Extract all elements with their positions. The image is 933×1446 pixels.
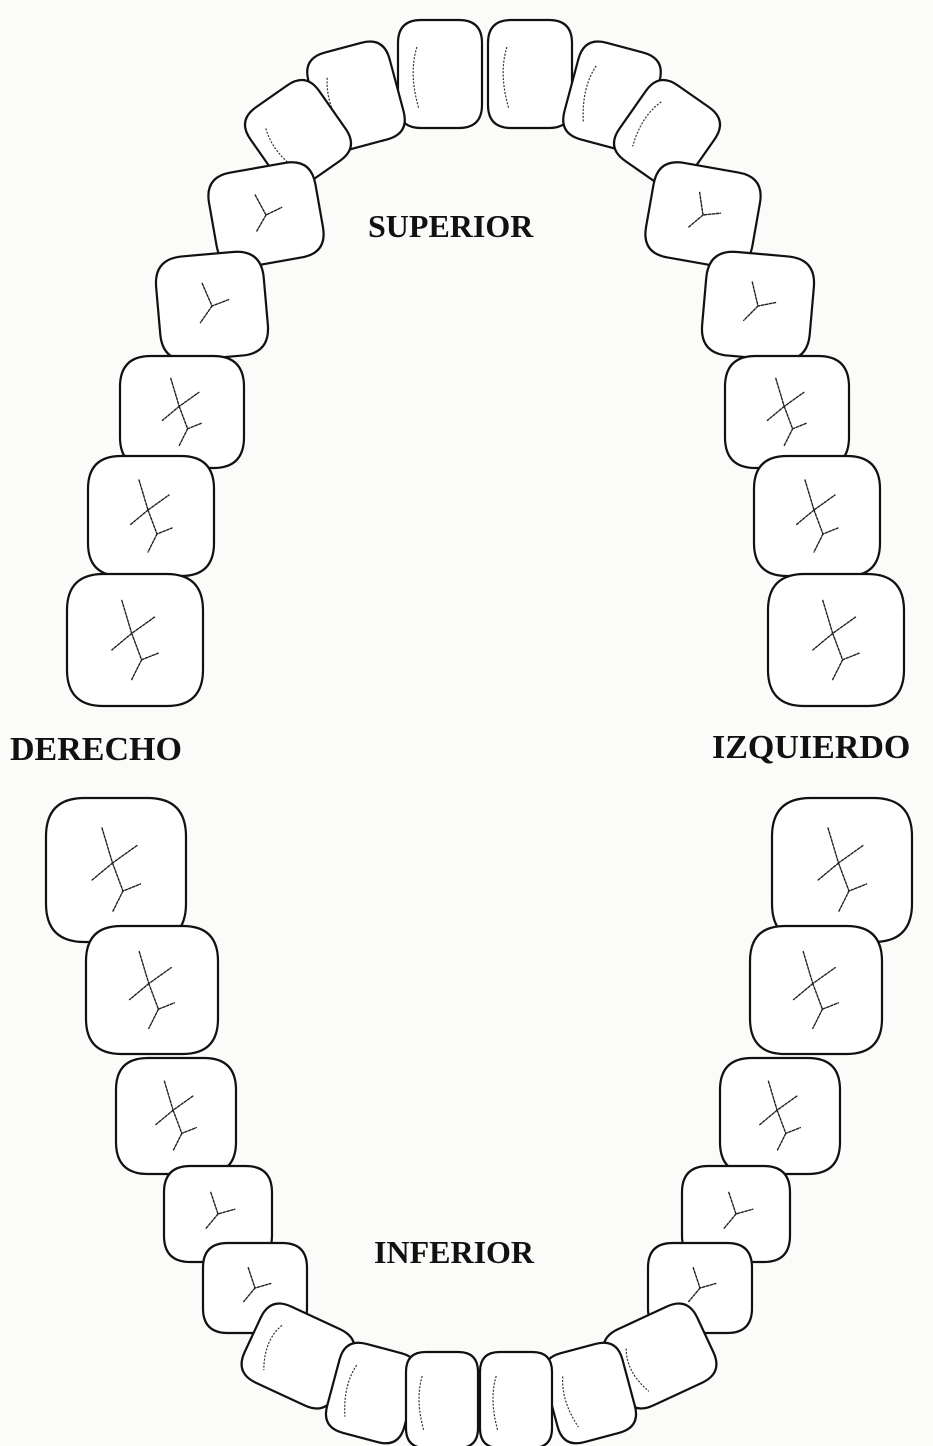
upper-tooth-1 xyxy=(396,18,484,130)
upper-tooth-10-fissure-2 xyxy=(742,305,759,322)
upper-tooth-14-outline xyxy=(752,454,882,578)
upper-arch xyxy=(65,18,906,708)
upper-tooth-14-fissure-2 xyxy=(795,509,815,526)
upper-tooth-5 xyxy=(243,78,353,190)
lower-tooth-5-fissure-4 xyxy=(172,1132,183,1152)
upper-tooth-7-fissure-2 xyxy=(255,214,267,232)
upper-tooth-15 xyxy=(65,572,205,708)
upper-tooth-1-outline xyxy=(396,18,484,130)
upper-tooth-11 xyxy=(118,354,246,470)
upper-tooth-8-fissure-2 xyxy=(687,214,704,228)
upper-tooth-16 xyxy=(766,572,906,708)
lower-tooth-2-fissure-2 xyxy=(816,862,840,882)
lower-tooth-3 xyxy=(84,924,220,1056)
lower-tooth-5-fissure-2 xyxy=(155,1109,174,1126)
upper-tooth-11-fissure-2 xyxy=(161,405,180,422)
lower-tooth-6-fissure-2 xyxy=(759,1109,778,1126)
upper-tooth-12 xyxy=(723,354,851,470)
upper-tooth-16-fissure-2 xyxy=(812,632,834,651)
lower-tooth-3-outline xyxy=(84,924,220,1056)
upper-tooth-9-fissure-2 xyxy=(199,305,213,324)
lower-tooth-16 xyxy=(478,1350,554,1446)
upper-tooth-4-fissure-1 xyxy=(582,65,597,122)
lower-tooth-1-outline xyxy=(44,796,188,944)
lower-tooth-4 xyxy=(748,924,884,1056)
upper-tooth-5-outline xyxy=(243,78,353,190)
lower-tooth-8 xyxy=(680,1164,792,1264)
lower-tooth-15 xyxy=(404,1350,480,1446)
upper-tooth-13-fissure-2 xyxy=(129,509,149,526)
lower-tooth-8-fissure-2 xyxy=(723,1213,737,1230)
upper-tooth-10 xyxy=(700,250,816,362)
label-derecho: DERECHO xyxy=(10,731,182,768)
lower-tooth-13-fissure-1 xyxy=(344,1364,358,1417)
upper-tooth-16-outline xyxy=(766,572,906,708)
lower-tooth-12-fissure-1 xyxy=(625,1348,650,1392)
lower-tooth-16-fissure-1 xyxy=(492,1375,499,1432)
lower-tooth-1 xyxy=(44,796,188,944)
upper-tooth-11-fissure-4 xyxy=(178,428,189,447)
upper-tooth-2 xyxy=(486,18,574,130)
lower-tooth-4-outline xyxy=(748,924,884,1056)
upper-tooth-13 xyxy=(86,454,216,578)
lower-tooth-2 xyxy=(770,796,914,944)
lower-tooth-3-fissure-4 xyxy=(148,1008,160,1030)
lower-tooth-3-fissure-2 xyxy=(128,982,150,1001)
lower-tooth-11-fissure-1 xyxy=(263,1324,283,1371)
lower-tooth-10-fissure-2 xyxy=(688,1287,701,1303)
upper-tooth-6-fissure-1 xyxy=(632,101,662,147)
lower-tooth-6 xyxy=(718,1056,842,1176)
lower-tooth-4-fissure-2 xyxy=(792,982,814,1001)
lower-tooth-1-fissure-2 xyxy=(90,862,114,882)
label-superior: SUPERIOR xyxy=(368,208,534,244)
upper-tooth-15-outline xyxy=(65,572,205,708)
lower-tooth-15-fissure-1 xyxy=(418,1375,425,1432)
lower-tooth-14-fissure-1 xyxy=(562,1376,579,1428)
lower-tooth-4-fissure-4 xyxy=(812,1008,824,1030)
lower-tooth-6-fissure-4 xyxy=(776,1132,787,1152)
upper-tooth-13-fissure-4 xyxy=(147,533,158,553)
lower-tooth-2-outline xyxy=(770,796,914,944)
label-izquierdo: IZQUIERDO xyxy=(712,729,911,766)
upper-tooth-14 xyxy=(752,454,882,578)
upper-tooth-14-fissure-4 xyxy=(813,533,824,553)
lower-tooth-7 xyxy=(162,1164,274,1264)
upper-tooth-1-fissure-1 xyxy=(412,46,420,110)
upper-tooth-7 xyxy=(207,161,325,269)
upper-tooth-15-fissure-2 xyxy=(111,632,133,651)
lower-tooth-2-fissure-4 xyxy=(837,890,850,913)
upper-tooth-2-outline xyxy=(486,18,574,130)
lower-tooth-15-outline xyxy=(404,1350,480,1446)
lower-tooth-16-outline xyxy=(478,1350,554,1446)
upper-tooth-12-fissure-2 xyxy=(766,405,785,422)
lower-tooth-9-fissure-2 xyxy=(243,1287,256,1303)
upper-tooth-5-fissure-1 xyxy=(265,128,299,172)
upper-tooth-12-fissure-4 xyxy=(783,428,794,447)
upper-tooth-15-fissure-4 xyxy=(131,659,143,681)
upper-tooth-2-fissure-1 xyxy=(502,46,510,110)
upper-tooth-9 xyxy=(154,250,270,362)
lower-tooth-7-fissure-2 xyxy=(205,1213,219,1230)
lower-tooth-5 xyxy=(114,1056,238,1176)
upper-tooth-13-outline xyxy=(86,454,216,578)
lower-tooth-1-fissure-4 xyxy=(111,890,124,913)
upper-tooth-16-fissure-4 xyxy=(832,659,844,681)
lower-arch xyxy=(44,796,914,1446)
label-inferior: INFERIOR xyxy=(374,1234,535,1270)
